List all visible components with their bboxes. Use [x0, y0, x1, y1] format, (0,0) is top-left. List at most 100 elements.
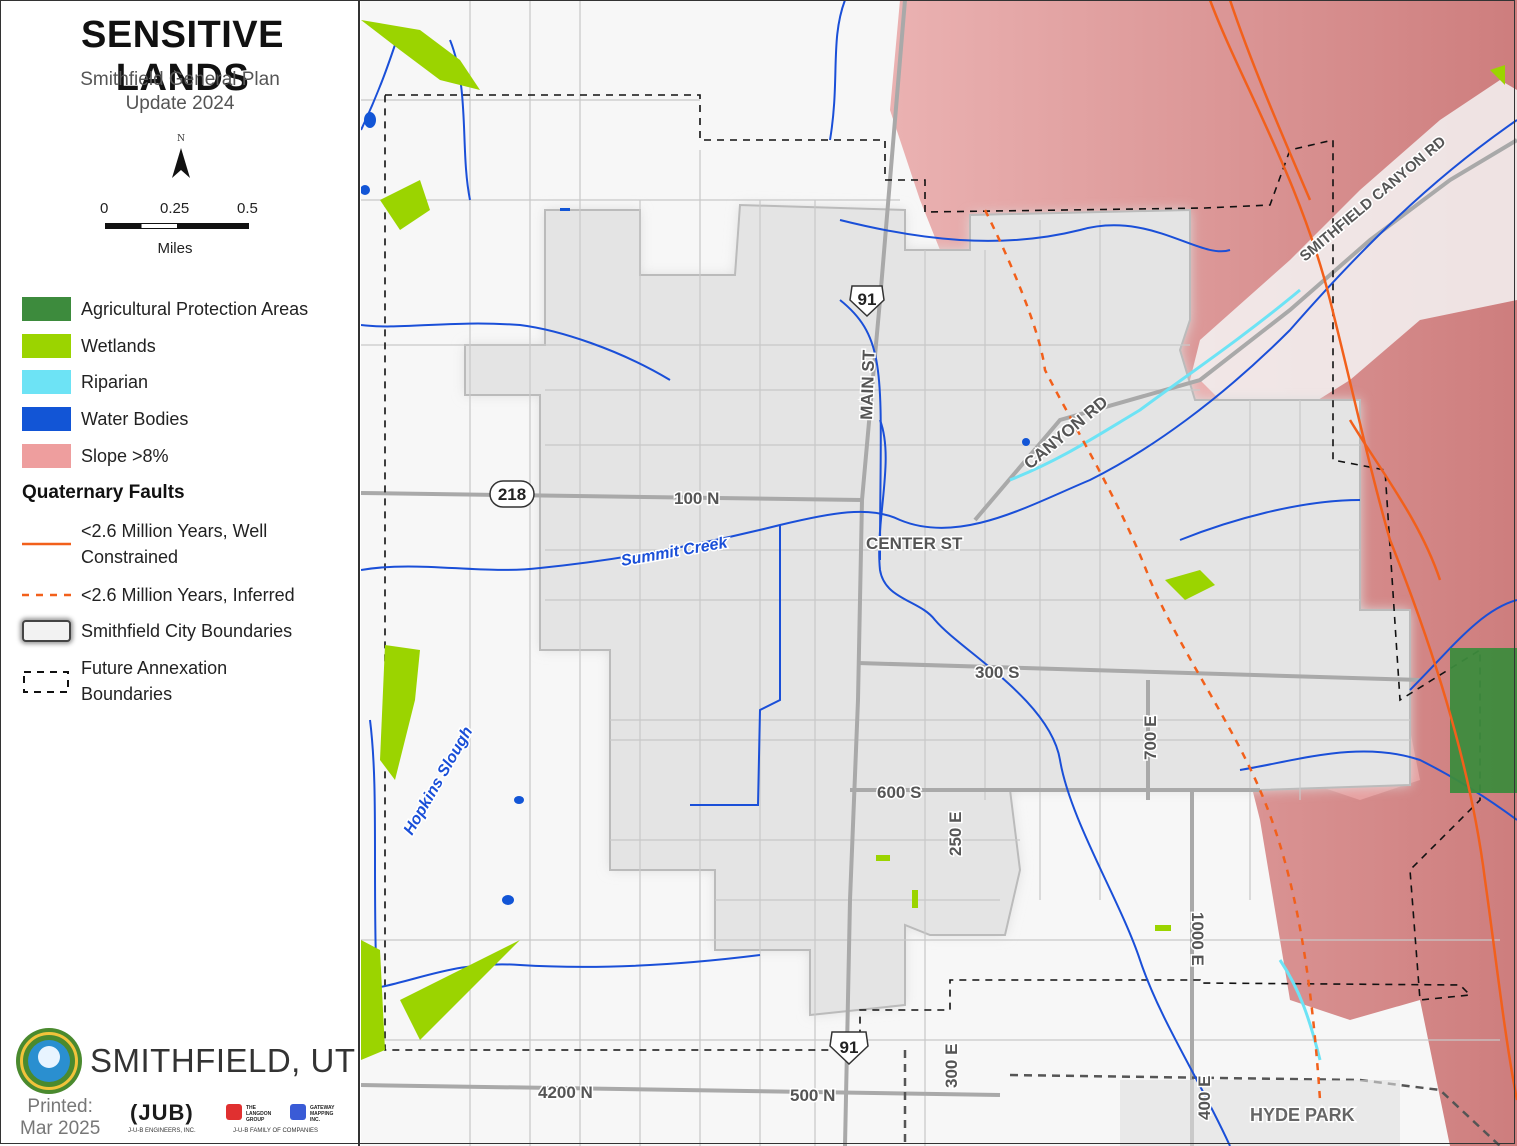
map-svg[interactable]: 91 91 218 MAIN ST 100 N CENTER ST CANYON…	[361, 0, 1517, 1146]
map-subtitle: Smithfield General Plan Update 2024	[0, 68, 360, 116]
scale-bar: 0 0.25 0.5 Miles	[100, 196, 270, 257]
water-bodies-swatch	[22, 407, 71, 431]
route-91-bottom-label: 91	[840, 1038, 859, 1057]
route-218-label: 218	[498, 485, 526, 504]
legend-item-fault-inferred: <2.6 Million Years, Inferred	[22, 582, 295, 608]
faults-inferred	[983, 209, 1322, 1101]
route-91-top-shield: 91	[849, 285, 885, 318]
label-1000-e: 1000 E	[1188, 912, 1207, 966]
north-letter: N	[177, 134, 185, 144]
label-center-st: CENTER ST	[866, 534, 963, 553]
legend-item-slope: Slope >8%	[22, 443, 169, 469]
map-title: SENSITIVE LANDS	[81, 14, 284, 99]
label-600-s: 600 S	[877, 783, 921, 802]
fault-label-line-2: Constrained	[81, 547, 179, 567]
legend-item-agricultural: Agricultural Protection Areas	[22, 296, 308, 322]
partner2-line3: INC.	[310, 1117, 320, 1123]
smithfield-city-boundary[interactable]	[464, 203, 1411, 1017]
printed-date: Printed: Mar 2025	[20, 1096, 100, 1140]
hyde-park-boundary	[903, 1050, 1501, 1146]
city-name: SMITHFIELD, UT	[90, 1042, 356, 1079]
label-hyde-park: HYDE PARK	[1250, 1105, 1355, 1125]
annexation-label: Future Annexation Boundaries	[81, 655, 227, 707]
label-400-e: 400 E	[1195, 1076, 1214, 1120]
annexation-boundary-sample	[22, 655, 71, 707]
route-91-top-label: 91	[858, 290, 877, 309]
canyon-floor	[1180, 80, 1517, 430]
legend-item-city-boundary: Smithfield City Boundaries	[22, 618, 292, 644]
scale-units: Miles	[157, 240, 193, 257]
scale-tick-1: 0.25	[160, 200, 190, 217]
scale-tick-0: 0	[100, 200, 109, 217]
faults-well-constrained	[1208, 0, 1517, 1101]
partner1-line1: THE	[246, 1105, 256, 1111]
legend-label: Water Bodies	[81, 409, 189, 429]
riparian-swatch	[22, 370, 71, 394]
fault-solid-line-sample	[22, 518, 71, 570]
street-grid	[361, 0, 1500, 1146]
gateway-mapping-icon	[290, 1104, 306, 1120]
route-218-shield: 218	[489, 480, 535, 508]
legend-label: Wetlands	[81, 336, 156, 356]
major-roads	[361, 0, 1517, 1146]
map-canvas[interactable]: 91 91 218 MAIN ST 100 N CENTER ST CANYON…	[361, 0, 1517, 1146]
city-boundary-sample	[22, 618, 71, 644]
jub-logo: (JUB)	[130, 1100, 194, 1125]
annexation-label-line-2: Boundaries	[81, 684, 173, 704]
label-300-s: 300 S	[975, 663, 1019, 682]
legend-label: Slope >8%	[81, 446, 169, 466]
legend-item-fault-well-constrained: <2.6 Million Years, Well Constrained	[22, 518, 267, 570]
jub-subtitle: J-U-B ENGINEERS, INC.	[128, 1128, 196, 1134]
label-500-n: 500 N	[790, 1086, 835, 1105]
printed-label: Printed:	[27, 1096, 93, 1117]
fault-label: <2.6 Million Years, Well Constrained	[81, 518, 267, 570]
label-100-n: 100 N	[674, 489, 719, 508]
partner-logos: (JUB) J-U-B ENGINEERS, INC. THE LANGDON …	[128, 1098, 350, 1142]
label-4200-n: 4200 N	[538, 1083, 593, 1102]
label-250-e: 250 E	[946, 812, 965, 856]
legend-item-annexation-boundary: Future Annexation Boundaries	[22, 655, 227, 707]
smithfield-seal-icon	[16, 1028, 82, 1094]
wetlands-swatch	[22, 334, 71, 358]
route-91-bottom-shield: 91	[829, 1031, 869, 1066]
agricultural-protection-area[interactable]	[1450, 648, 1517, 793]
faults-heading: Quaternary Faults	[22, 482, 185, 503]
slope-swatch	[22, 444, 71, 468]
partner1-line2: LANGDON	[246, 1111, 272, 1117]
scale-bar-graphic	[105, 223, 249, 229]
langdon-group-icon	[226, 1104, 242, 1120]
subtitle-line-1: Smithfield General Plan	[80, 69, 280, 90]
partner2-line2: MAPPING	[310, 1111, 334, 1117]
fault-label: <2.6 Million Years, Inferred	[81, 585, 295, 605]
family-subtitle: J-U-B FAMILY OF COMPANIES	[233, 1128, 319, 1134]
fault-label-line-1: <2.6 Million Years, Well	[81, 521, 268, 541]
smithfield-branding: SMITHFIELD, UT	[16, 1028, 356, 1094]
legend-label: Riparian	[81, 372, 149, 392]
wetlands	[361, 20, 1505, 1060]
gateway-mapping-text: GATEWAY MAPPING INC.	[310, 1105, 334, 1123]
label-main-st: MAIN ST	[857, 349, 878, 420]
legend-item-water-bodies: Water Bodies	[22, 406, 188, 432]
future-annexation-boundary[interactable]	[384, 94, 1481, 1051]
scale-tick-2: 0.5	[237, 200, 258, 217]
langdon-group-text: THE LANGDON GROUP	[246, 1105, 271, 1123]
city-boundary-label: Smithfield City Boundaries	[81, 621, 293, 641]
label-300-e: 300 E	[942, 1044, 961, 1088]
partner2-line1: GATEWAY	[310, 1105, 335, 1111]
riparian	[1009, 288, 1322, 1061]
subtitle-line-2: Update 2024	[125, 93, 235, 114]
water-bodies	[361, 112, 1030, 905]
jub-logo-text: JUB	[138, 1100, 186, 1125]
legend-panel: SENSITIVE LANDS Smithfield General Plan …	[0, 0, 360, 1146]
annexation-label-line-1: Future Annexation	[81, 658, 228, 678]
legend-item-wetlands: Wetlands	[22, 333, 156, 359]
north-arrow-icon: N	[168, 134, 194, 182]
partner1-line3: GROUP	[246, 1117, 265, 1123]
agricultural-swatch	[22, 297, 71, 321]
legend-label: Agricultural Protection Areas	[81, 299, 309, 319]
hyde-park-area	[1120, 1080, 1400, 1146]
printed-month: Mar 2025	[20, 1118, 101, 1139]
label-700-e: 700 E	[1141, 716, 1160, 760]
legend-item-riparian: Riparian	[22, 369, 148, 395]
